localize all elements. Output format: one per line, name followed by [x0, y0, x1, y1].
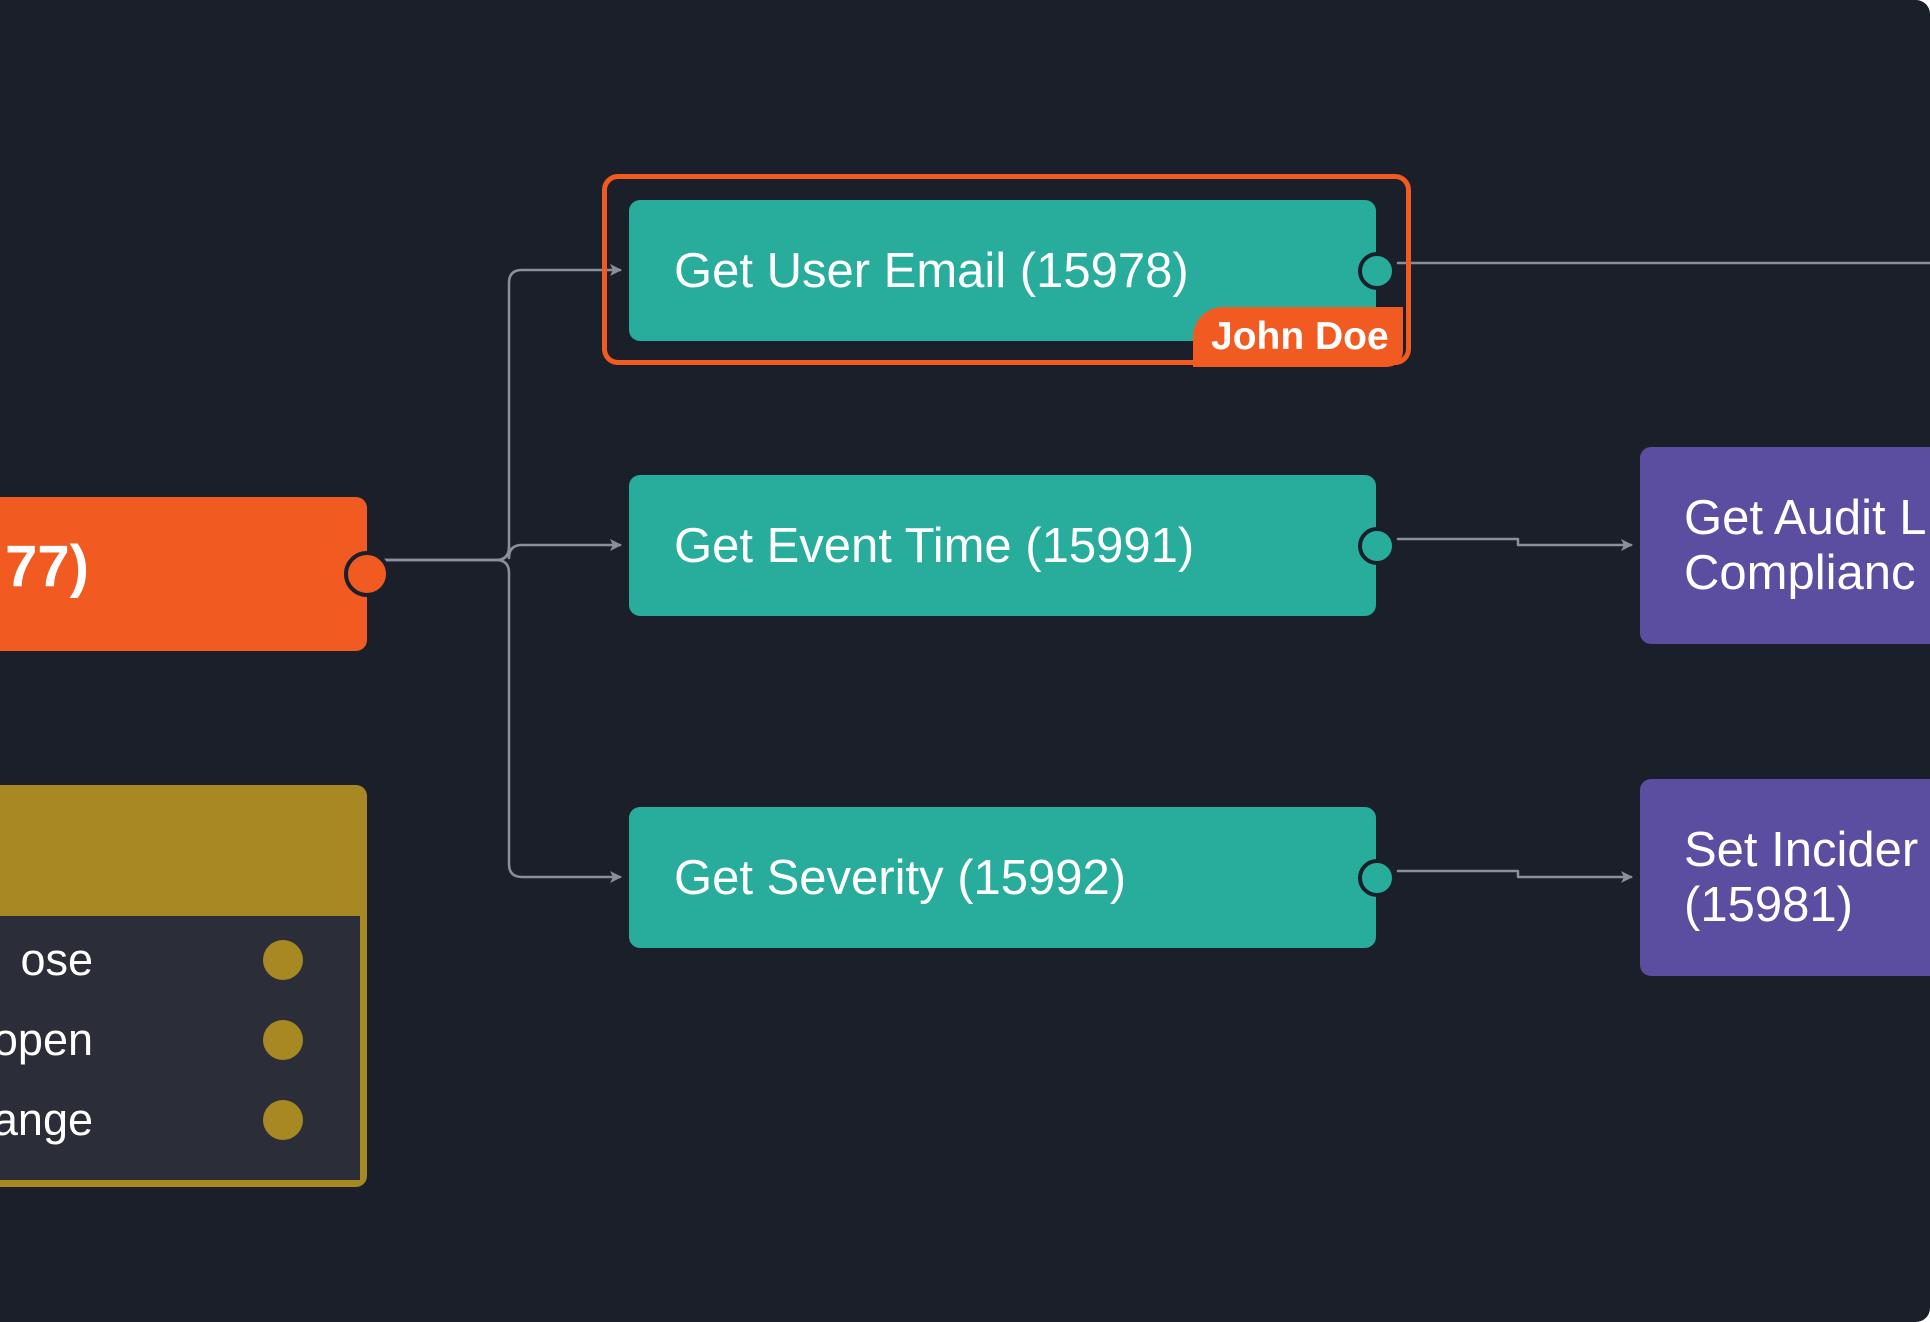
decision-output-row: ose: [0, 920, 360, 1000]
decision-node-body: ose open ange: [0, 916, 360, 1180]
node-label-line1: Set Incider: [1684, 822, 1919, 877]
decision-output-port[interactable]: [263, 1020, 303, 1060]
decision-node[interactable]: ose open ange: [0, 785, 367, 1187]
edge-trigger-to-get-event-time[interactable]: [382, 539, 622, 562]
output-port[interactable]: [1358, 251, 1396, 290]
edge-get-severity-to-incident[interactable]: [1396, 869, 1633, 883]
node-get-severity[interactable]: Get Severity (15992): [629, 807, 1396, 948]
trigger-node-label: 77): [5, 534, 89, 599]
edge-trigger-to-get-user-email[interactable]: [382, 264, 622, 562]
trigger-output-port[interactable]: [344, 551, 390, 597]
edge-get-event-time-to-audit[interactable]: [1396, 537, 1633, 551]
decision-output-label: ose: [20, 934, 93, 985]
decision-output-label: ange: [0, 1094, 93, 1145]
node-label-line1: Get Audit L: [1684, 490, 1927, 545]
trigger-node[interactable]: 77): [0, 497, 390, 651]
node-get-audit-compliance[interactable]: Get Audit L Complianc: [1640, 447, 1930, 644]
decision-output-row: ange: [0, 1080, 360, 1160]
node-label-line2: (15981): [1684, 877, 1853, 932]
decision-output-label: open: [0, 1014, 93, 1065]
collaborator-badge: John Doe: [1193, 307, 1403, 367]
decision-output-port[interactable]: [263, 940, 303, 980]
output-port[interactable]: [1358, 858, 1396, 897]
node-label: Get Event Time (15991): [674, 518, 1195, 573]
node-label: Get User Email (15978): [674, 243, 1189, 298]
node-get-event-time[interactable]: Get Event Time (15991): [629, 475, 1396, 616]
node-label-line2: Complianc: [1684, 545, 1916, 600]
output-port[interactable]: [1358, 526, 1396, 565]
decision-output-port[interactable]: [263, 1100, 303, 1140]
edge-trigger-to-get-severity[interactable]: [382, 558, 622, 883]
decision-output-row: open: [0, 1000, 360, 1080]
node-label: Get Severity (15992): [674, 850, 1127, 905]
node-set-incident[interactable]: Set Incider (15981): [1640, 779, 1930, 976]
